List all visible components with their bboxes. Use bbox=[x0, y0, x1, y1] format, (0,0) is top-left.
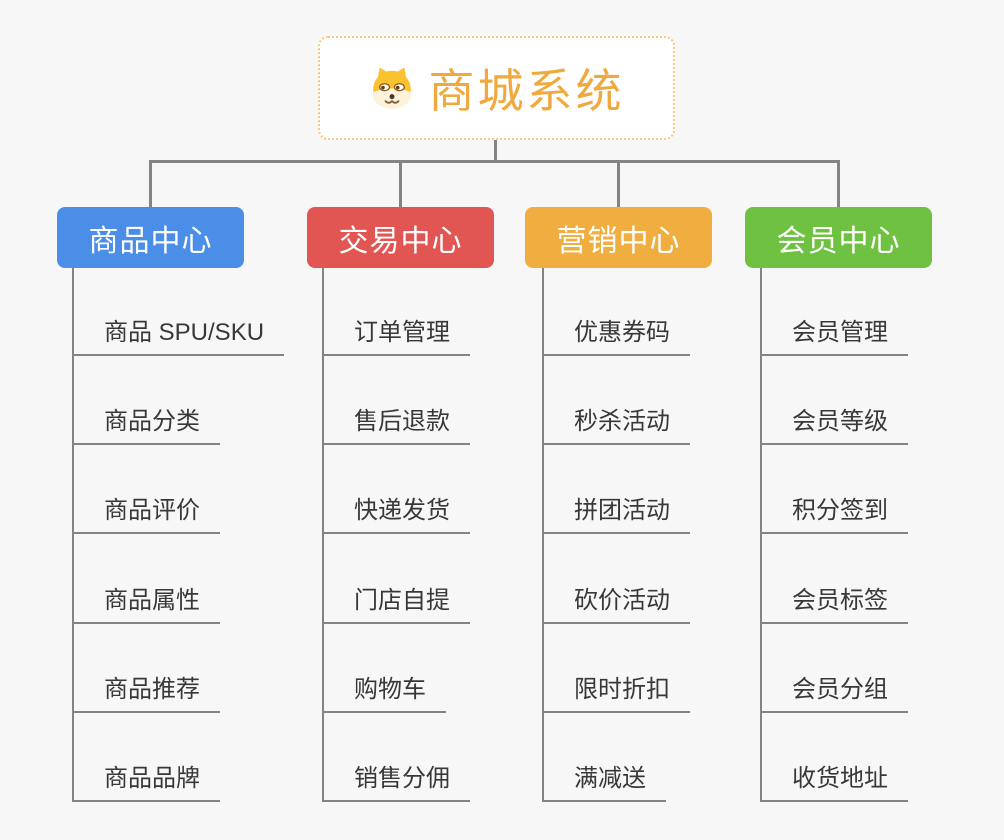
branch-box-marketing-center[interactable]: 营销中心 bbox=[525, 207, 712, 268]
leaf-node[interactable]: 门店自提 bbox=[322, 586, 470, 624]
leaf-node[interactable]: 商品评价 bbox=[72, 496, 220, 534]
branch-label: 交易中心 bbox=[338, 224, 463, 258]
spine-line bbox=[760, 268, 762, 802]
connector-drop bbox=[837, 160, 840, 210]
connector-drop bbox=[617, 160, 620, 210]
branch-box-trade-center[interactable]: 交易中心 bbox=[307, 207, 494, 268]
leaf-node[interactable]: 会员标签 bbox=[760, 586, 908, 624]
spine-line bbox=[542, 268, 544, 802]
leaf-node[interactable]: 收货地址 bbox=[760, 764, 908, 802]
leaf-node[interactable]: 商品推荐 bbox=[72, 675, 220, 713]
leaf-node[interactable]: 优惠券码 bbox=[542, 318, 690, 356]
leaf-node[interactable]: 满减送 bbox=[542, 764, 666, 802]
branch-label: 商品中心 bbox=[88, 224, 213, 258]
leaf-node[interactable]: 售后退款 bbox=[322, 407, 470, 445]
leaf-node[interactable]: 购物车 bbox=[322, 675, 446, 713]
branch-label: 会员中心 bbox=[776, 224, 901, 258]
leaf-node[interactable]: 商品 SPU/SKU bbox=[72, 318, 285, 356]
dog-face-icon bbox=[369, 65, 415, 111]
leaf-node[interactable]: 砍价活动 bbox=[542, 586, 690, 624]
spine-line bbox=[72, 268, 74, 802]
connector-stem bbox=[494, 140, 497, 163]
connector-bar bbox=[149, 160, 840, 163]
root-title: 商城系统 bbox=[428, 65, 625, 117]
leaf-node[interactable]: 订单管理 bbox=[322, 318, 470, 356]
leaf-node[interactable]: 会员等级 bbox=[760, 407, 908, 445]
leaf-node[interactable]: 拼团活动 bbox=[542, 496, 690, 534]
leaf-node[interactable]: 会员管理 bbox=[760, 318, 908, 356]
branch-box-member-center[interactable]: 会员中心 bbox=[745, 207, 932, 268]
branch-box-product-center[interactable]: 商品中心 bbox=[57, 207, 244, 268]
leaf-node[interactable]: 快递发货 bbox=[322, 496, 470, 534]
leaf-node[interactable]: 商品分类 bbox=[72, 407, 220, 445]
branch-label: 营销中心 bbox=[556, 224, 681, 258]
connector-drop bbox=[149, 160, 152, 210]
leaf-node[interactable]: 商品品牌 bbox=[72, 764, 220, 802]
leaf-node[interactable]: 会员分组 bbox=[760, 675, 908, 713]
leaf-node[interactable]: 积分签到 bbox=[760, 496, 908, 534]
leaf-node[interactable]: 秒杀活动 bbox=[542, 407, 690, 445]
root-node[interactable]: 商城系统 bbox=[318, 36, 675, 140]
leaf-node[interactable]: 商品属性 bbox=[72, 586, 220, 624]
connector-drop bbox=[399, 160, 402, 210]
leaf-node[interactable]: 限时折扣 bbox=[542, 675, 690, 713]
spine-line bbox=[322, 268, 324, 802]
leaf-node[interactable]: 销售分佣 bbox=[322, 764, 470, 802]
